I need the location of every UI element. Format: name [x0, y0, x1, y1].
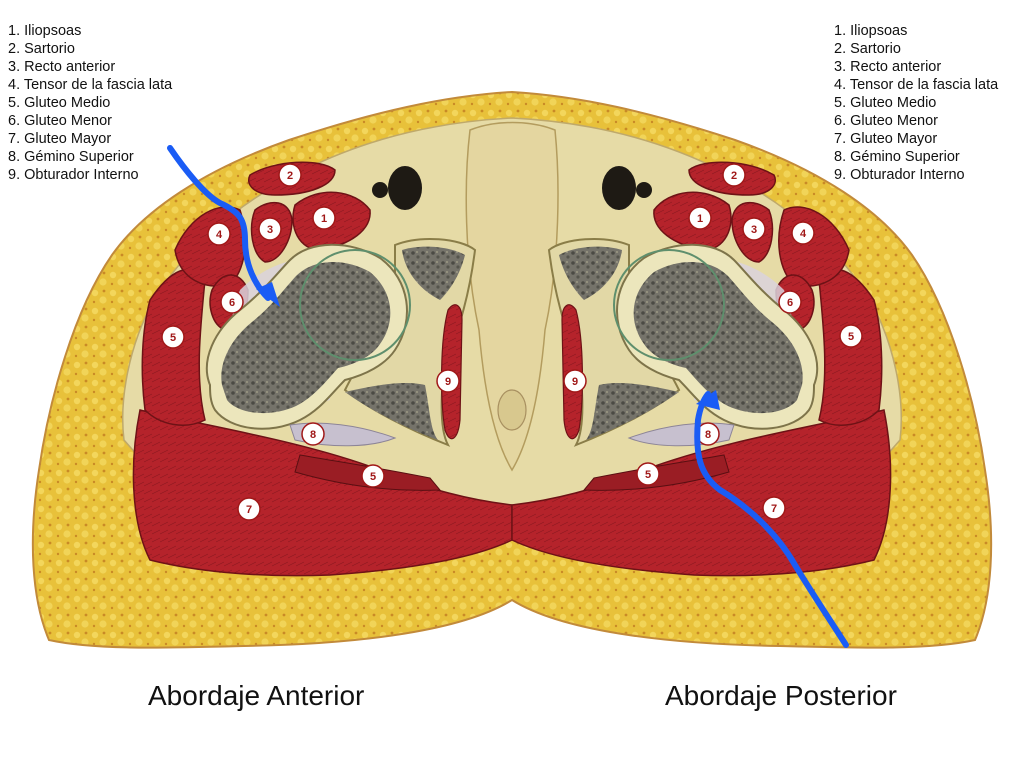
posterior-approach-arrow — [694, 391, 849, 648]
legend-item: 6. Gluteo Menor — [8, 113, 112, 129]
badge-5b-right: 5 — [636, 462, 660, 486]
gluteus-maximus-right — [511, 409, 892, 577]
legend-item: 2. Sartorio — [834, 41, 901, 57]
svg-text:8: 8 — [705, 429, 711, 441]
legend-left: 1. Iliopsoas 2. Sartorio 3. Recto anteri… — [8, 22, 172, 184]
vessel-left — [372, 182, 388, 198]
svg-text:2: 2 — [287, 170, 293, 182]
caption-anterior-approach: Abordaje Anterior — [148, 680, 365, 711]
ischium-marrow-left — [345, 382, 438, 440]
pubis-marrow-left — [402, 246, 465, 300]
femur-marrow-right — [633, 261, 803, 414]
badge-2-right: 2 — [722, 163, 746, 187]
vessel-right — [636, 182, 652, 198]
ischium-marrow-right — [586, 382, 679, 440]
legend-item: 5. Gluteo Medio — [834, 95, 937, 111]
legend-item: 7. Gluteo Mayor — [834, 131, 938, 147]
anterior-arrowhead-icon — [256, 282, 280, 307]
svg-text:6: 6 — [229, 297, 235, 309]
badge-8-left: 8 — [301, 422, 325, 446]
legend-item: 4. Tensor de la fascia lata — [834, 77, 999, 93]
legend-item: 9. Obturador Interno — [834, 167, 965, 183]
badge-9-left: 9 — [436, 369, 460, 393]
legend-item: 5. Gluteo Medio — [8, 95, 111, 111]
rectum — [497, 389, 527, 431]
svg-text:3: 3 — [267, 224, 273, 236]
badge-5-right: 5 — [839, 324, 863, 348]
posterior-arrowhead-icon — [696, 390, 720, 410]
femoral-vessel-left — [388, 166, 422, 210]
svg-text:8: 8 — [310, 429, 316, 441]
badge-6-left: 6 — [220, 290, 244, 314]
legend-item: 8. Gémino Superior — [834, 149, 960, 165]
femoral-head-left — [299, 249, 411, 361]
svg-text:4: 4 — [216, 229, 223, 241]
femur-marrow-left — [221, 261, 391, 414]
svg-text:5: 5 — [370, 471, 376, 483]
svg-text:7: 7 — [246, 504, 252, 516]
badge-1-left: 1 — [312, 206, 336, 230]
legend-item: 7. Gluteo Mayor — [8, 131, 112, 147]
legend-item: 8. Gémino Superior — [8, 149, 134, 165]
pubis-marrow-right — [559, 246, 622, 300]
svg-text:4: 4 — [800, 228, 807, 240]
svg-text:3: 3 — [751, 224, 757, 236]
badge-9-right: 9 — [563, 369, 587, 393]
badge-4-left: 4 — [207, 222, 231, 246]
femoral-vessel-right — [602, 166, 636, 210]
legend-item: 1. Iliopsoas — [8, 23, 82, 39]
legend-item: 2. Sartorio — [8, 41, 75, 57]
badge-1-right: 1 — [688, 206, 712, 230]
svg-text:2: 2 — [731, 170, 737, 182]
caption-posterior-approach: Abordaje Posterior — [665, 680, 897, 711]
badge-2-left: 2 — [278, 163, 302, 187]
svg-text:7: 7 — [771, 503, 777, 515]
svg-text:5: 5 — [170, 332, 176, 344]
svg-text:9: 9 — [445, 376, 451, 388]
svg-text:6: 6 — [787, 297, 793, 309]
gluteus-maximus-left — [132, 409, 513, 577]
femoral-head-right — [613, 249, 725, 361]
legend-item: 4. Tensor de la fascia lata — [8, 77, 173, 93]
svg-text:9: 9 — [572, 376, 578, 388]
legend-item: 9. Obturador Interno — [8, 167, 139, 183]
legend-right: 1. Iliopsoas 2. Sartorio 3. Recto anteri… — [834, 22, 998, 184]
label-badges: 1 2 3 4 5 6 8 5 7 9 1 2 3 4 5 6 8 5 7 9 — [161, 163, 863, 521]
svg-text:1: 1 — [321, 213, 327, 225]
badge-3-right: 3 — [742, 217, 766, 241]
legend-item: 1. Iliopsoas — [834, 23, 908, 39]
anterior-approach-arrow — [167, 145, 271, 301]
badge-4-right: 4 — [791, 221, 815, 245]
svg-text:5: 5 — [848, 331, 854, 343]
legend-item: 3. Recto anterior — [834, 59, 942, 75]
badge-6-right: 6 — [778, 290, 802, 314]
badge-7-right: 7 — [762, 496, 786, 520]
legend-item: 3. Recto anterior — [8, 59, 116, 75]
sacrum — [465, 121, 559, 472]
badge-7-left: 7 — [237, 497, 261, 521]
badge-3-left: 3 — [258, 217, 282, 241]
svg-text:5: 5 — [645, 469, 651, 481]
legend-item: 6. Gluteo Menor — [834, 113, 938, 129]
badge-5-left: 5 — [161, 325, 185, 349]
badge-5b-left: 5 — [361, 464, 385, 488]
svg-text:1: 1 — [697, 213, 703, 225]
